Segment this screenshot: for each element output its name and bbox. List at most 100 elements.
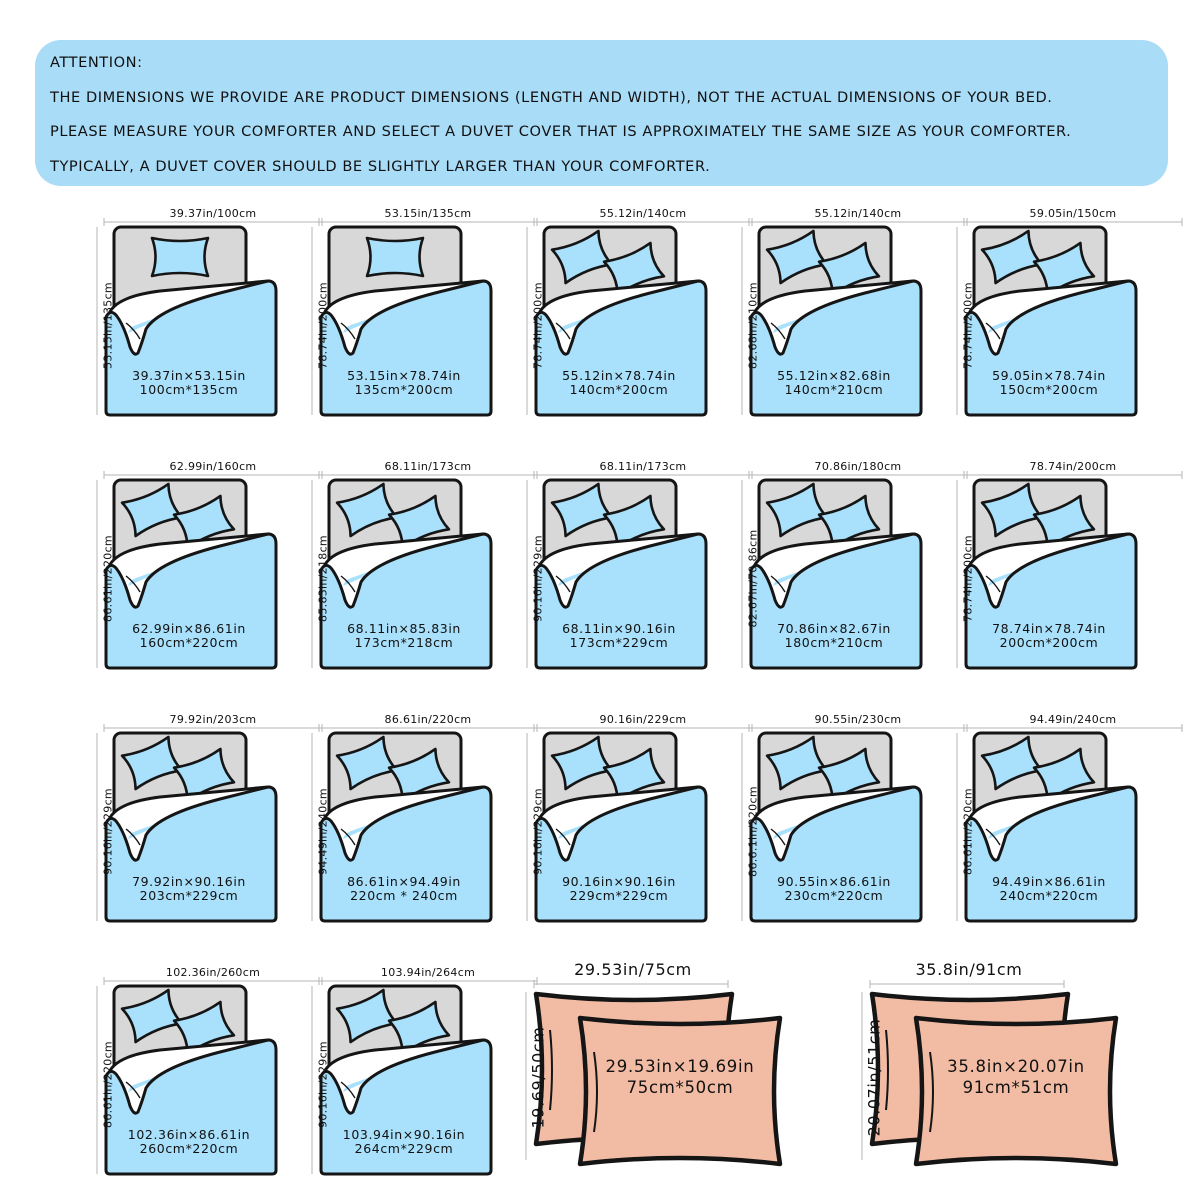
height-label: 78.74in/200cm bbox=[961, 282, 975, 369]
height-label: 86.61in/220cm bbox=[101, 535, 115, 622]
dimension-guides bbox=[956, 218, 1183, 415]
duvet-cover bbox=[749, 279, 923, 417]
height-label: 20.07in/51cm bbox=[864, 1018, 884, 1137]
height-label: 86.61in/220cm bbox=[101, 1041, 115, 1128]
dimensions-centimeters: 150cm*200cm bbox=[999, 382, 1099, 397]
dimensions-centimeters: 240cm*220cm bbox=[999, 888, 1099, 903]
pillowcase-illustration bbox=[525, 980, 783, 1167]
dimension-guides bbox=[525, 980, 729, 1160]
bed-illustration bbox=[741, 724, 968, 923]
dimensions-centimeters: 260cm*220cm bbox=[139, 1141, 239, 1156]
bed-illustration bbox=[956, 218, 1183, 417]
duvet-cover bbox=[964, 785, 1138, 923]
bed-illustration bbox=[96, 977, 323, 1176]
height-label: 86.6.1in/220cm bbox=[746, 786, 760, 877]
duvet-cover bbox=[964, 279, 1138, 417]
dimensions-inches: 62.99in×86.61in bbox=[132, 621, 246, 636]
pillow-icon bbox=[817, 241, 881, 297]
bed-illustration bbox=[311, 977, 538, 1176]
bed-illustration bbox=[741, 471, 968, 670]
dimensions-inches: 55.12in×78.74in bbox=[562, 368, 676, 383]
height-label: 19.69/50cm bbox=[528, 1026, 548, 1129]
width-label: 68.11in/173cm bbox=[599, 460, 687, 473]
duvet-cover bbox=[964, 532, 1138, 670]
duvet-cover bbox=[749, 785, 923, 923]
duvet-cover bbox=[104, 1038, 278, 1176]
bed-illustration bbox=[526, 218, 753, 417]
dimensions-inches: 70.86in×82.67in bbox=[777, 621, 891, 636]
width-label: 39.37in/100cm bbox=[169, 207, 257, 220]
height-label: 90.16in/229cm bbox=[101, 788, 115, 875]
pillow-icon bbox=[387, 747, 451, 803]
dimension-guides bbox=[311, 218, 538, 415]
dimension-guides bbox=[311, 977, 538, 1174]
bed-illustration bbox=[526, 471, 753, 670]
pillow-icon bbox=[172, 494, 236, 550]
width-label: 90.16in/229cm bbox=[599, 713, 687, 726]
dimensions-centimeters: 203cm*229cm bbox=[139, 888, 239, 903]
width-label: 94.49in/240cm bbox=[1029, 713, 1117, 726]
dimensions-inches: 68.11in×85.83in bbox=[347, 621, 461, 636]
dimensions-inches: 59.05in×78.74in bbox=[992, 368, 1106, 383]
dimensions-inches: 86.61in×94.49in bbox=[347, 874, 461, 889]
duvet-cover bbox=[319, 1038, 493, 1176]
bed-size-card: 62.99in/160cm 86.61in/220cm 62.99in×86.61i… bbox=[96, 458, 326, 688]
duvet-cover bbox=[319, 785, 493, 923]
pillow-icon bbox=[602, 747, 666, 803]
dimensions-centimeters: 91cm*51cm bbox=[962, 1078, 1070, 1097]
pillowcase-front bbox=[913, 1015, 1119, 1167]
bed-illustration bbox=[956, 471, 1183, 670]
dimension-guides bbox=[741, 724, 968, 921]
height-label: 78.74in/200cm bbox=[531, 282, 545, 369]
height-label: 82.67in/70.86cm bbox=[746, 529, 760, 628]
height-label: 94.49in/240cm bbox=[316, 788, 330, 875]
width-label: 102.36in/260cm bbox=[165, 966, 261, 979]
duvet-cover bbox=[534, 532, 708, 670]
dimensions-inches: 78.74in×78.74in bbox=[992, 621, 1106, 636]
dimensions-centimeters: 140cm*210cm bbox=[784, 382, 884, 397]
duvet-cover bbox=[534, 785, 708, 923]
width-label: 103.94in/264cm bbox=[380, 966, 476, 979]
pillow-icon bbox=[172, 747, 236, 803]
bed-illustration bbox=[741, 218, 968, 417]
height-label: 86.61in/220cm bbox=[961, 788, 975, 875]
width-label: 29.53in/75cm bbox=[574, 960, 692, 979]
duvet-cover bbox=[104, 532, 278, 670]
dimensions-inches: 39.37in×53.15in bbox=[132, 368, 246, 383]
pillow-icon bbox=[365, 236, 425, 278]
width-label: 55.12in/140cm bbox=[814, 207, 902, 220]
width-label: 59.05in/150cm bbox=[1029, 207, 1117, 220]
pillow-icon bbox=[1032, 747, 1096, 803]
width-label: 62.99in/160cm bbox=[169, 460, 257, 473]
dimensions-inches: 90.55in×86.61in bbox=[777, 874, 891, 889]
duvet-cover bbox=[319, 279, 493, 417]
notice-heading: ATTENTION: bbox=[50, 54, 143, 71]
height-label: 82.68in/210cm bbox=[746, 282, 760, 369]
dimensions-centimeters: 100cm*135cm bbox=[139, 382, 239, 397]
height-label: 90.16in/229cm bbox=[531, 788, 545, 875]
dimension-guides bbox=[956, 724, 1183, 921]
